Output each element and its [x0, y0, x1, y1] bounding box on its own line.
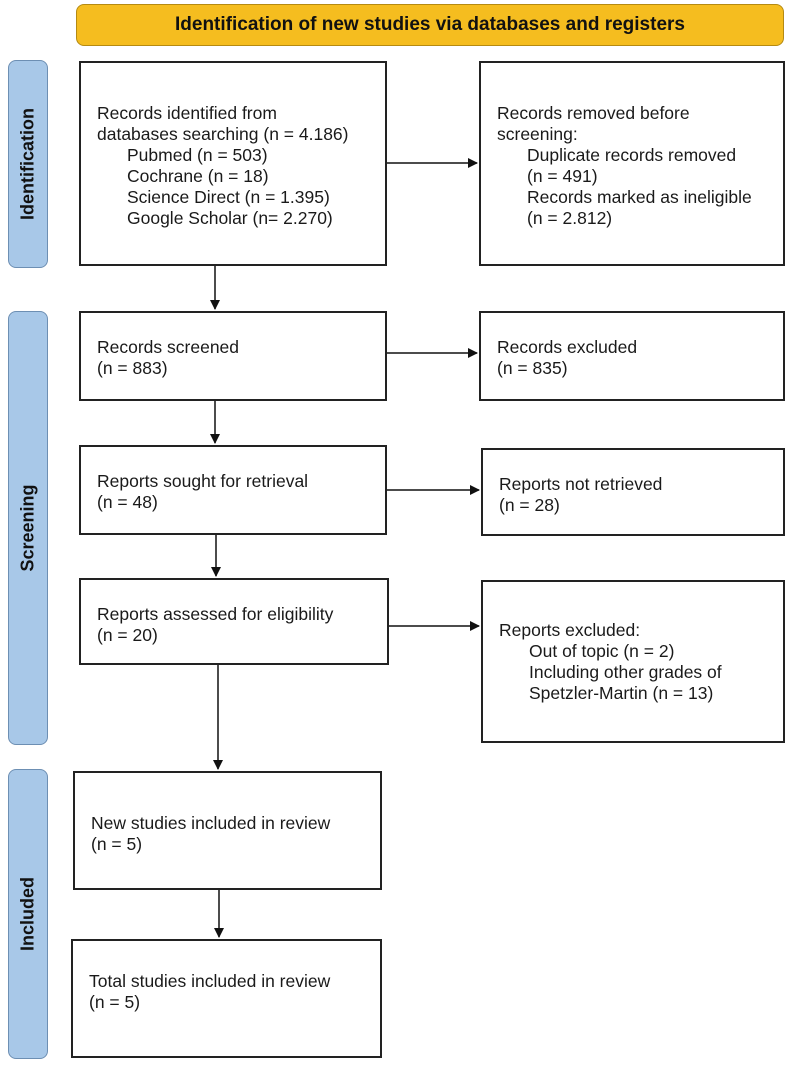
box-line: Duplicate records removed [527, 145, 737, 165]
new-studies-box: New studies included in review (n = 5) [73, 771, 382, 890]
box-line: Including other grades of [529, 662, 722, 682]
box-line: (n = 2.812) [527, 208, 613, 228]
box-line: databases searching (n = 4.186) [97, 124, 349, 144]
records-excluded-box: Records excluded (n = 835) [479, 311, 785, 401]
box-line: screening: [497, 124, 578, 144]
records-identified-box: Records identified from databases search… [79, 61, 387, 266]
box-line: Pubmed (n = 503) [127, 145, 268, 165]
box-line: (n = 491) [527, 166, 598, 186]
box-line: Reports sought for retrieval [97, 471, 309, 491]
reports-sought-box: Reports sought for retrieval (n = 48) [79, 445, 387, 535]
box-line: (n = 883) [97, 358, 168, 378]
box-line: (n = 5) [89, 992, 141, 1012]
box-line: Records screened [97, 337, 240, 357]
phase-screening: Screening [8, 311, 48, 745]
box-line: Records excluded [497, 337, 638, 357]
box-line: Cochrane (n = 18) [127, 166, 269, 186]
box-line: Records removed before [497, 103, 690, 123]
reports-excluded-box: Reports excluded: Out of topic (n = 2) I… [481, 580, 785, 743]
reports-assessed-box: Reports assessed for eligibility (n = 20… [79, 578, 389, 665]
phase-identification: Identification [8, 60, 48, 268]
box-line: (n = 5) [91, 834, 143, 854]
reports-not-retrieved-box: Reports not retrieved (n = 28) [481, 448, 785, 536]
box-line: Total studies included in review [89, 971, 331, 991]
flow-header: Identification of new studies via databa… [76, 4, 784, 46]
box-line: Out of topic (n = 2) [529, 641, 675, 661]
phase-included: Included [8, 769, 48, 1059]
records-screened-box: Records screened (n = 883) [79, 311, 387, 401]
box-line: Reports not retrieved [499, 474, 663, 494]
box-line: Reports assessed for eligibility [97, 604, 334, 624]
box-line: Google Scholar (n= 2.270) [127, 208, 333, 228]
box-line: Records marked as ineligible [527, 187, 752, 207]
box-line: (n = 835) [497, 358, 568, 378]
box-line: (n = 48) [97, 492, 158, 512]
records-removed-box: Records removed before screening: Duplic… [479, 61, 785, 266]
box-line: Science Direct (n = 1.395) [127, 187, 330, 207]
total-studies-box: Total studies included in review (n = 5) [71, 939, 382, 1058]
box-line: New studies included in review [91, 813, 331, 833]
box-line: (n = 28) [499, 495, 560, 515]
box-line: Reports excluded: [499, 620, 641, 640]
box-line: (n = 20) [97, 625, 158, 645]
box-line: Spetzler-Martin (n = 13) [529, 683, 714, 703]
flow-header-title: Identification of new studies via databa… [175, 14, 685, 35]
box-line: Records identified from [97, 103, 277, 123]
